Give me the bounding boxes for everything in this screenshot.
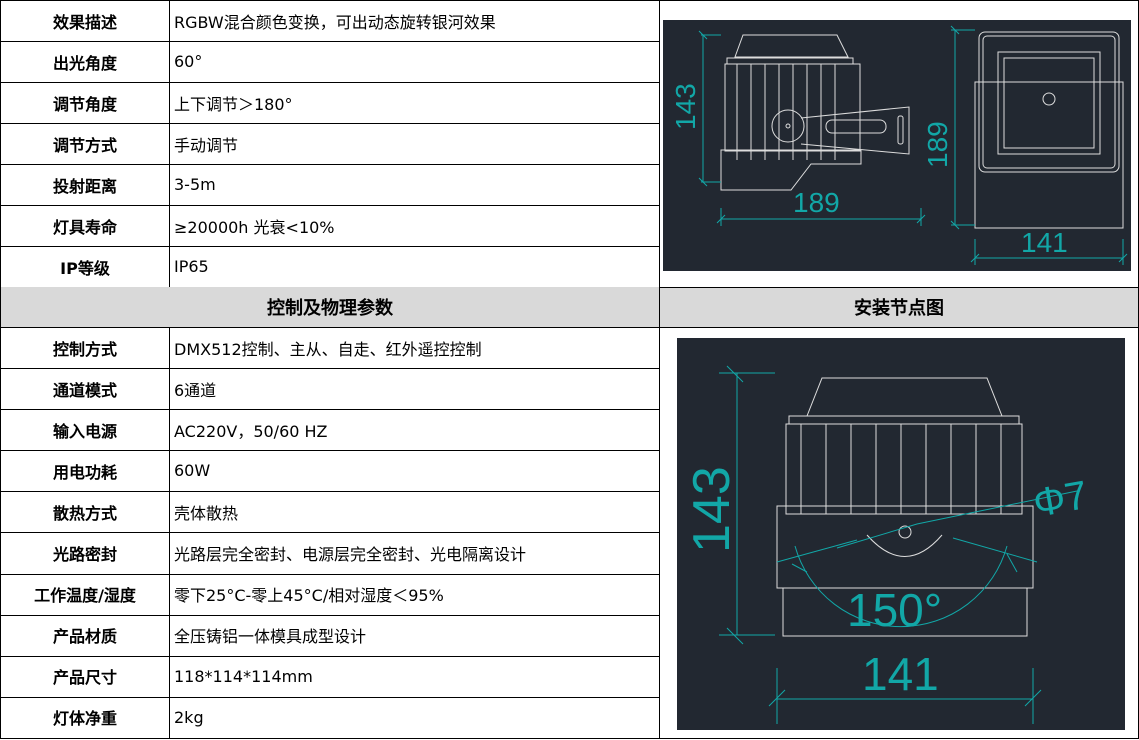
spec-label: 通道模式: [0, 368, 170, 411]
dim-angle: 150°: [847, 584, 942, 636]
spec-value: 6通道: [170, 368, 660, 411]
spec-value: 手动调节: [170, 123, 660, 165]
spec-value: 壳体散热: [170, 491, 660, 534]
spec-value: 全压铸铝一体模具成型设计: [170, 614, 660, 657]
spec-label: 产品材质: [0, 614, 170, 657]
spec-value: 上下调节＞180°: [170, 82, 660, 124]
dim-height: 143: [683, 466, 741, 553]
control-section-header: 控制及物理参数: [0, 287, 660, 328]
front-view: [974, 31, 1124, 229]
table-top-border: [0, 0, 1139, 1]
dim-front-width: 141: [1021, 227, 1068, 258]
spec-value: 60W: [170, 450, 660, 493]
spec-label: 调节方式: [0, 123, 170, 165]
lamp-front: [776, 377, 1034, 637]
spec-label: IP等级: [0, 246, 170, 288]
spec-label: 控制方式: [0, 327, 170, 370]
spec-value: 118*114*114mm: [170, 655, 660, 698]
spec-value: 60°: [170, 41, 660, 83]
spec-label: 灯具寿命: [0, 205, 170, 247]
spec-value: 3-5m: [170, 164, 660, 206]
spec-value: 光路层完全密封、电源层完全密封、光电隔离设计: [170, 532, 660, 575]
spec-value: ≥20000h 光衰<10%: [170, 205, 660, 247]
install-drawing: 143 Φ7 150° 141: [677, 338, 1125, 730]
spec-value: 2kg: [170, 696, 660, 739]
spec-label: 投射距离: [0, 164, 170, 206]
dim-length: 189: [793, 187, 840, 218]
dimension-drawing: 143 189 189 141: [663, 20, 1131, 271]
spec-label: 产品尺寸: [0, 655, 170, 698]
side-view: [720, 34, 910, 191]
spec-value: RGBW混合颜色变换，可出动态旋转银河效果: [170, 0, 660, 42]
spec-label: 出光角度: [0, 41, 170, 83]
spec-label: 光路密封: [0, 532, 170, 575]
spec-label: 散热方式: [0, 491, 170, 534]
spec-value: DMX512控制、主从、自走、红外遥控控制: [170, 327, 660, 370]
spec-label: 用电功耗: [0, 450, 170, 493]
spec-value: IP65: [170, 246, 660, 288]
spec-label: 输入电源: [0, 409, 170, 452]
dim-hole: Φ7: [1030, 473, 1091, 526]
spec-value: 零下25°C-零上45°C/相对湿度＜95%: [170, 573, 660, 616]
dim-front-height: 189: [922, 121, 953, 168]
spec-label: 调节角度: [0, 82, 170, 124]
install-section-header: 安装节点图: [660, 287, 1139, 328]
spec-label: 灯体净重: [0, 696, 170, 739]
spec-label: 效果描述: [0, 0, 170, 42]
spec-value: AC220V，50/60 HZ: [170, 409, 660, 452]
dim-height: 143: [670, 83, 701, 130]
spec-label: 工作温度/湿度: [0, 573, 170, 616]
dim-width: 141: [862, 648, 939, 700]
